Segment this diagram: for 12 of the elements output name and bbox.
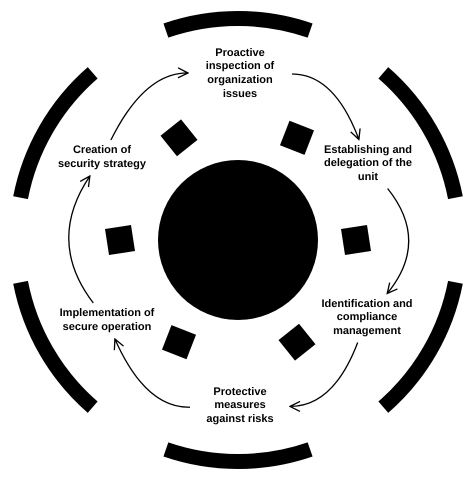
step-text: Implementation of secure operation bbox=[54, 307, 160, 334]
cycle-arrow bbox=[114, 338, 190, 408]
step-text: Identification and compliance management bbox=[314, 298, 420, 339]
cycle-arrow bbox=[292, 73, 360, 140]
cycle-arrow bbox=[289, 342, 358, 412]
step-text: Creation of security strategy bbox=[54, 144, 150, 172]
step-text: Protective measures against risks bbox=[194, 386, 286, 427]
cycle-arrow bbox=[68, 175, 94, 304]
step-text: Proactive inspection of organization issues bbox=[192, 46, 288, 102]
cycle-arrow bbox=[386, 188, 410, 294]
step-text: Establishing and delegation of the unit bbox=[318, 144, 418, 185]
cycle-arrow bbox=[110, 68, 189, 140]
